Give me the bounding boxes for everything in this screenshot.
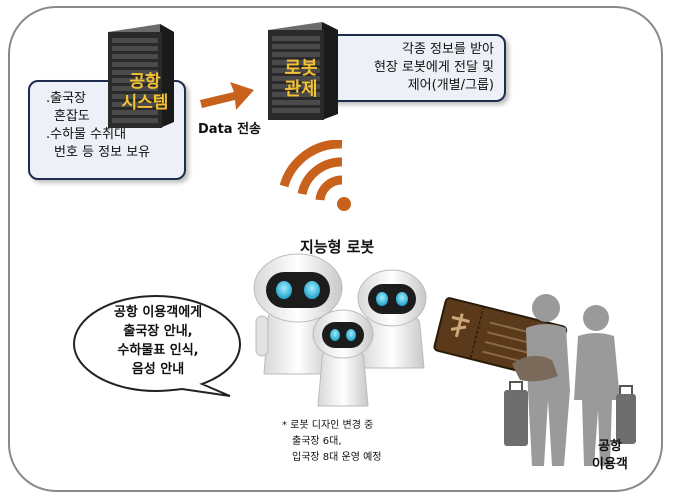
speech-line-3: 수하물표 인식, xyxy=(117,343,199,358)
speech-line-1: 공항 이용객에게 xyxy=(113,305,203,320)
robot-control-info-box: 각종 정보를 받아 현장 로봇에게 전달 및 제어(개별/그룹) xyxy=(318,34,506,102)
airport-system-label-line-2: 시스템 xyxy=(121,93,169,113)
passenger-label: 공항 이용객 xyxy=(592,438,628,474)
speech-bubble xyxy=(72,294,242,397)
airport-server-icon xyxy=(108,24,174,128)
passenger-label-line-2: 이용객 xyxy=(592,457,628,472)
control-info-line-1: 각종 정보를 받아 xyxy=(402,42,494,57)
robot-control-label-line-2: 관제 xyxy=(284,79,318,100)
speech-bubble-text: 공항 이용객에게 출국장 안내, 수하물표 인식, 음성 안내 xyxy=(84,303,232,379)
data-transfer-arrow xyxy=(200,82,254,110)
airport-info-line-1: .출국장 xyxy=(46,91,87,106)
robot-right xyxy=(357,269,427,369)
airport-info-line-3: .수하물 수취대 xyxy=(46,127,127,142)
robot-front xyxy=(312,309,374,407)
note-line-2: 출국장 6대, xyxy=(292,436,342,447)
airport-system-label: 공항 시스템 xyxy=(110,72,180,114)
airport-info-line-2: 혼잡도 xyxy=(54,109,90,124)
control-info-line-2: 현장 로봇에게 전달 및 xyxy=(373,60,494,75)
airport-system-label-line-1: 공항 xyxy=(129,72,161,92)
speech-line-2: 출국장 안내, xyxy=(123,324,193,339)
robot-control-server-icon xyxy=(268,22,338,120)
passenger-label-line-1: 공항 xyxy=(597,439,622,454)
robots-title: 지능형 로봇 xyxy=(300,238,375,256)
passengers-silhouette xyxy=(504,294,636,466)
robot-control-label: 로봇 관제 xyxy=(268,58,334,100)
note-line-3: 입국장 8대 운영 예정 xyxy=(292,452,382,463)
robot-note: * 로봇 디자인 변경 중 출국장 6대, 입국장 8대 운영 예정 xyxy=(282,418,382,466)
note-line-1: * 로봇 디자인 변경 중 xyxy=(282,420,374,431)
speech-line-4: 음성 안내 xyxy=(131,362,185,377)
robot-control-label-line-1: 로봇 xyxy=(284,58,318,79)
control-info-line-3: 제어(개별/그룹) xyxy=(407,78,494,93)
airport-info-line-4: 번호 등 정보 보유 xyxy=(54,145,151,160)
robots-illustration xyxy=(253,253,427,407)
wifi-signal-icon xyxy=(279,140,351,211)
data-transfer-label: Data 전송 xyxy=(198,122,261,137)
